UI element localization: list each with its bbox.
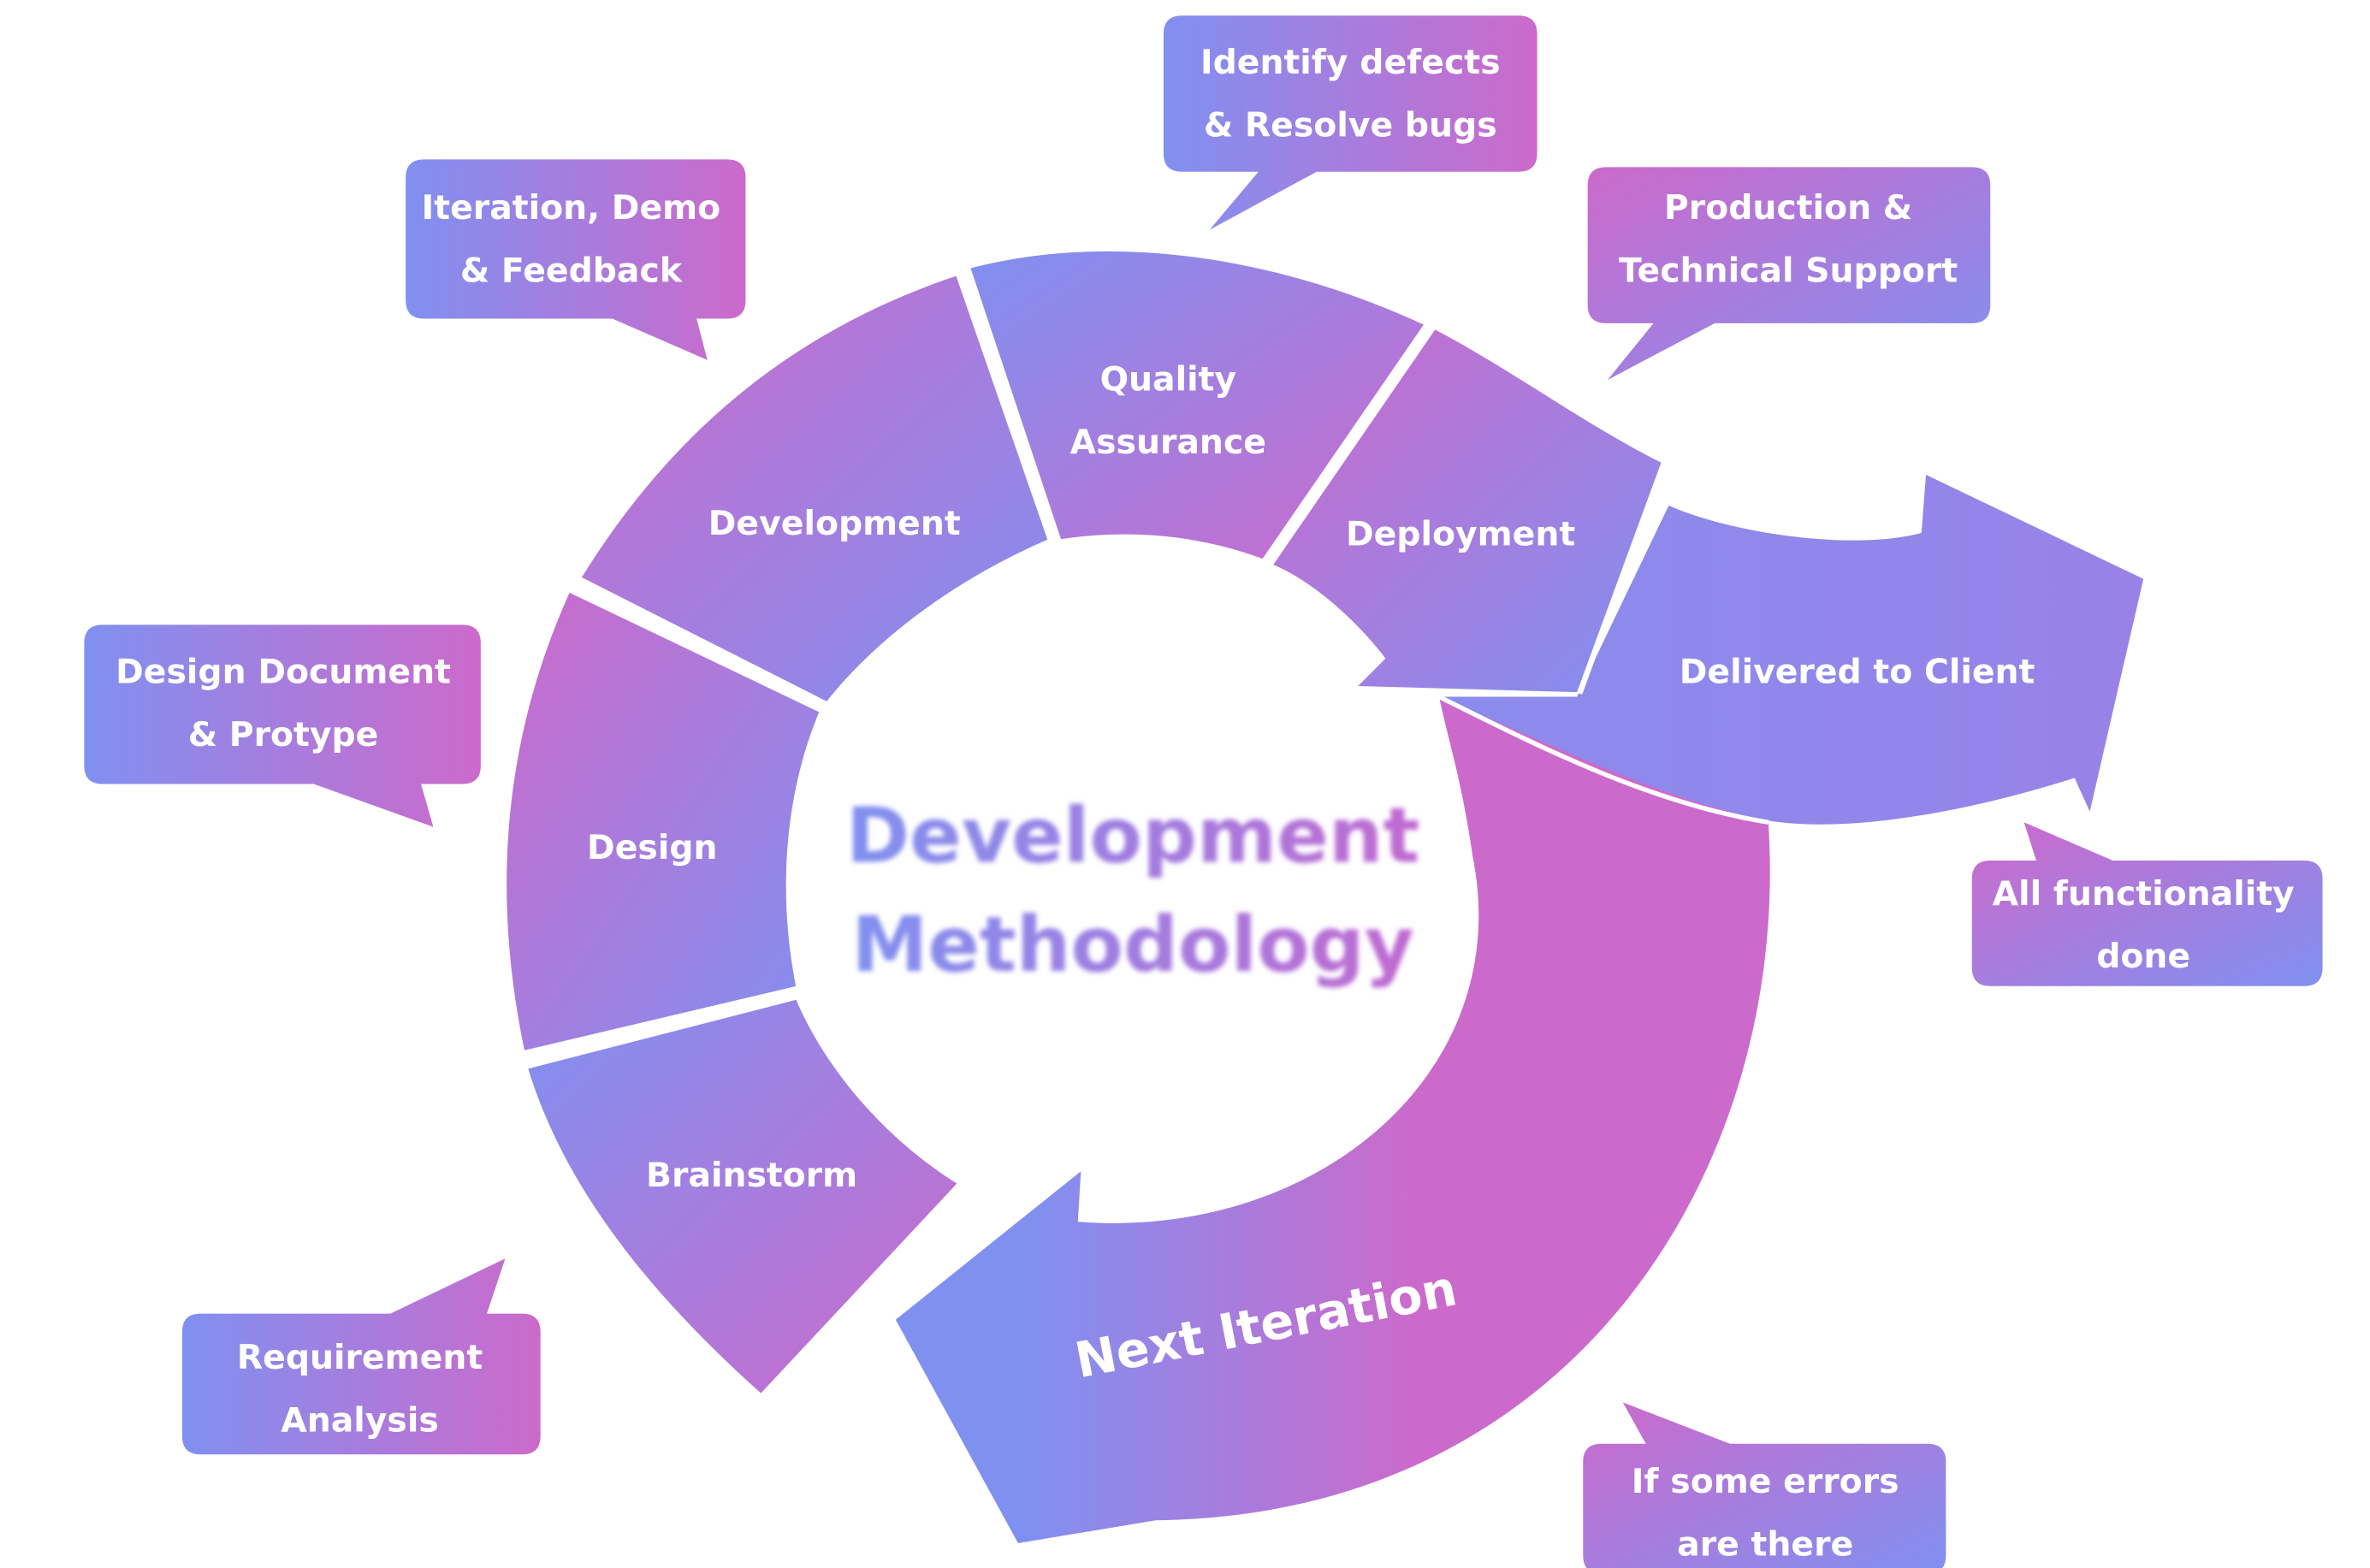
bubble-requirement-line2: Analysis [281,1400,439,1440]
segment-deployment [1271,329,1662,693]
segment-separators [524,270,1436,1062]
bubble-production-line1: Production & [1664,188,1912,228]
next-iteration-arrow [895,696,1770,1544]
brainstorm-label: Brainstorm [646,1156,857,1195]
center-title: Development Methodology [846,792,1420,990]
bubble-iteration-line2: & Feedback [460,251,683,291]
bubble-production-line2: Technical Support [1619,251,1958,291]
segment-quality-assurance [970,251,1425,559]
delivered-arrow-edge [1437,695,1769,825]
bubble-requirement-analysis: Requirement Analysis [181,1258,541,1455]
segment-development [581,275,1049,701]
bubble-design-doc-line1: Design Document [116,652,451,691]
center-title-line1: Development [846,792,1420,881]
bubble-identify-defects: Identify defects & Resolve bugs [1163,15,1538,230]
quality-label-line1: Quality [1100,360,1237,399]
bubble-identify-line1: Identify defects [1200,43,1501,82]
quality-label-line2: Assurance [1070,423,1266,462]
delivered-label: Delivered to Client [1680,652,2035,691]
deployment-arrow-edge [1578,463,1667,695]
segment-brainstorm [528,999,957,1393]
delivered-to-client-arrow [1439,475,2144,825]
development-label: Development [708,504,961,543]
center-title-line2: Methodology [851,901,1414,990]
bubble-all-func-line2: done [2096,937,2190,976]
segment-design [507,592,820,1054]
bubble-all-functionality: All functionality done [1971,822,2323,986]
bubble-production-support: Production & Technical Support [1587,167,1991,381]
design-label: Design [587,828,717,867]
bubble-iteration-line1: Iteration, Demo [422,188,721,228]
bubble-errors-line2: are there [1677,1524,1853,1564]
bubble-some-errors: If some errors are there [1583,1402,1946,1568]
bubble-design-doc-line2: & Protype [188,715,379,754]
bubble-all-func-line1: All functionality [1993,874,2295,914]
bubble-requirement-line1: Requirement [237,1338,483,1377]
deployment-label: Deployment [1346,514,1575,553]
bubble-iteration-demo: Iteration, Demo & Feedback [406,159,746,360]
bubble-errors-line1: If some errors [1632,1462,1899,1501]
bubble-design-document: Design Document & Protype [84,624,481,827]
bubble-identify-line2: & Resolve bugs [1204,106,1497,145]
